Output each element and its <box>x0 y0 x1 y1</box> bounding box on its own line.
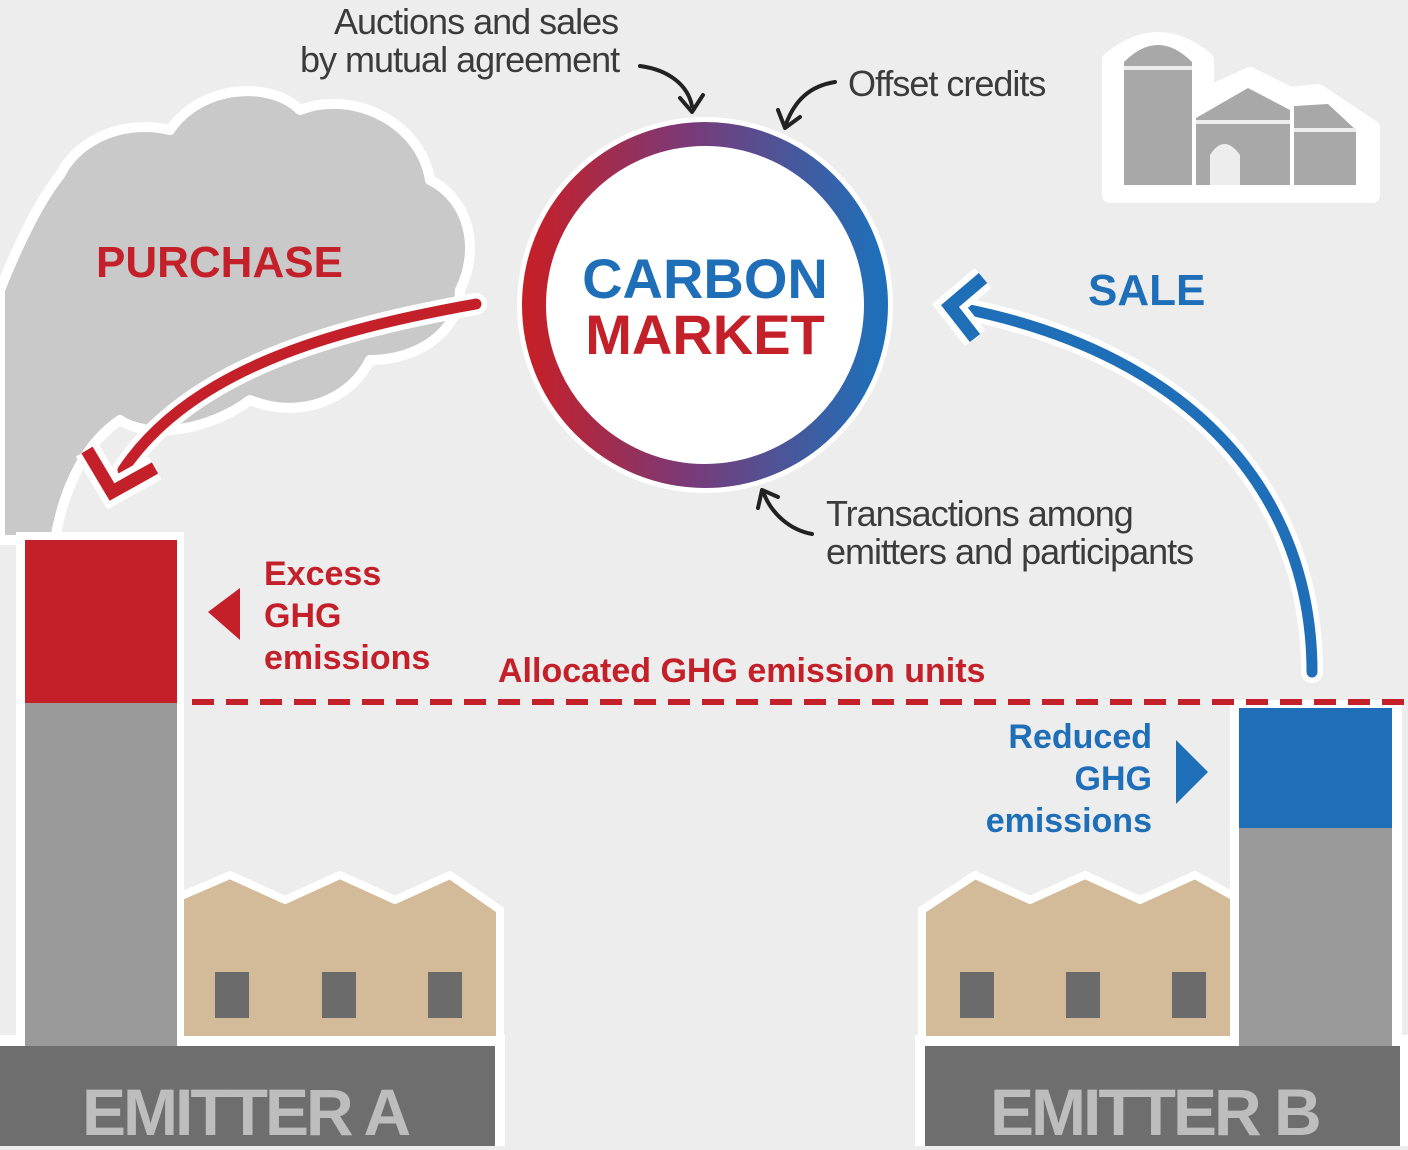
cloud-icon <box>0 86 475 545</box>
emitter-a-factory-icon <box>0 532 505 1146</box>
emitter-b-label: EMITTER B <box>990 1075 1322 1149</box>
excess-pointer-icon <box>208 588 240 640</box>
reduced-pointer-icon <box>1176 740 1208 804</box>
market-title-line2: MARKET <box>585 303 825 366</box>
auctions-note-line2: by mutual agreement <box>300 39 620 80</box>
purchase-arrow-icon <box>75 293 487 510</box>
excess-label-line3: emissions <box>264 639 431 677</box>
excess-label-line2: GHG <box>264 597 342 635</box>
auctions-note-line1: Auctions and sales <box>334 1 619 42</box>
market-title-line1: CARBON <box>582 247 828 310</box>
purchase-label: PURCHASE <box>96 238 343 287</box>
emitter-b-factory-icon <box>915 700 1408 1146</box>
reduced-label-line3: emissions <box>985 802 1152 840</box>
farm-icon <box>1102 32 1380 203</box>
note-arrows <box>638 64 837 536</box>
reduced-label-line2: GHG <box>1074 760 1152 798</box>
sale-arrow-icon <box>932 268 1323 683</box>
emitter-a-label: EMITTER A <box>82 1075 411 1149</box>
transactions-note-line2: emitters and participants <box>826 531 1194 572</box>
sale-label: SALE <box>1088 266 1206 315</box>
transactions-note-line1: Transactions among <box>826 493 1134 534</box>
reduced-label-line1: Reduced <box>1008 718 1152 756</box>
excess-label-line1: Excess <box>264 555 382 593</box>
offset-credits-note: Offset credits <box>848 63 1046 104</box>
allocated-units-label: Allocated GHG emission units <box>498 652 986 690</box>
carbon-market-ring <box>517 117 893 493</box>
